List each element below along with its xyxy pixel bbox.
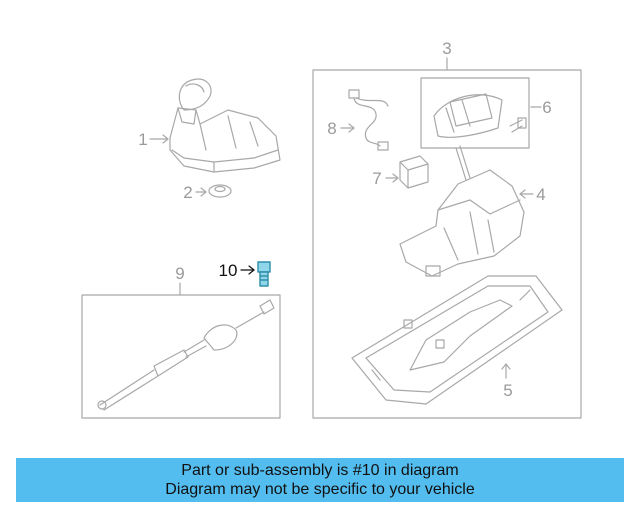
callout-10: 10 xyxy=(219,261,238,280)
cable-assembly xyxy=(81,294,281,419)
callout-5: 5 xyxy=(503,381,512,400)
switch-module xyxy=(399,155,429,189)
ring-part xyxy=(208,184,232,198)
leader-lines xyxy=(149,57,542,379)
callout-1: 1 xyxy=(138,130,147,149)
info-banner: Part or sub-assembly is #10 in diagram D… xyxy=(16,458,624,502)
leader-line-10 xyxy=(240,265,255,275)
parts-diagram: 3 1 2 9 10 8 7 6 4 5 xyxy=(81,39,582,419)
shift-knob-boot xyxy=(169,78,281,173)
callout-6: 6 xyxy=(542,98,551,117)
callout-3: 3 xyxy=(442,39,451,58)
shifter-housing-box xyxy=(312,69,582,419)
base-tray xyxy=(351,275,563,405)
callout-8: 8 xyxy=(327,119,336,138)
shifter-mechanism xyxy=(399,145,525,277)
callout-7: 7 xyxy=(372,169,381,188)
banner-line-part: Part or sub-assembly is #10 in diagram xyxy=(181,462,459,479)
bolt-part-10 xyxy=(257,261,271,287)
wiring-harness xyxy=(348,89,389,151)
banner-line-disclaimer: Diagram may not be specific to your vehi… xyxy=(165,481,475,498)
callout-9: 9 xyxy=(175,264,184,283)
cover-panel xyxy=(420,77,530,149)
callout-4: 4 xyxy=(536,185,545,204)
callout-2: 2 xyxy=(183,183,192,202)
